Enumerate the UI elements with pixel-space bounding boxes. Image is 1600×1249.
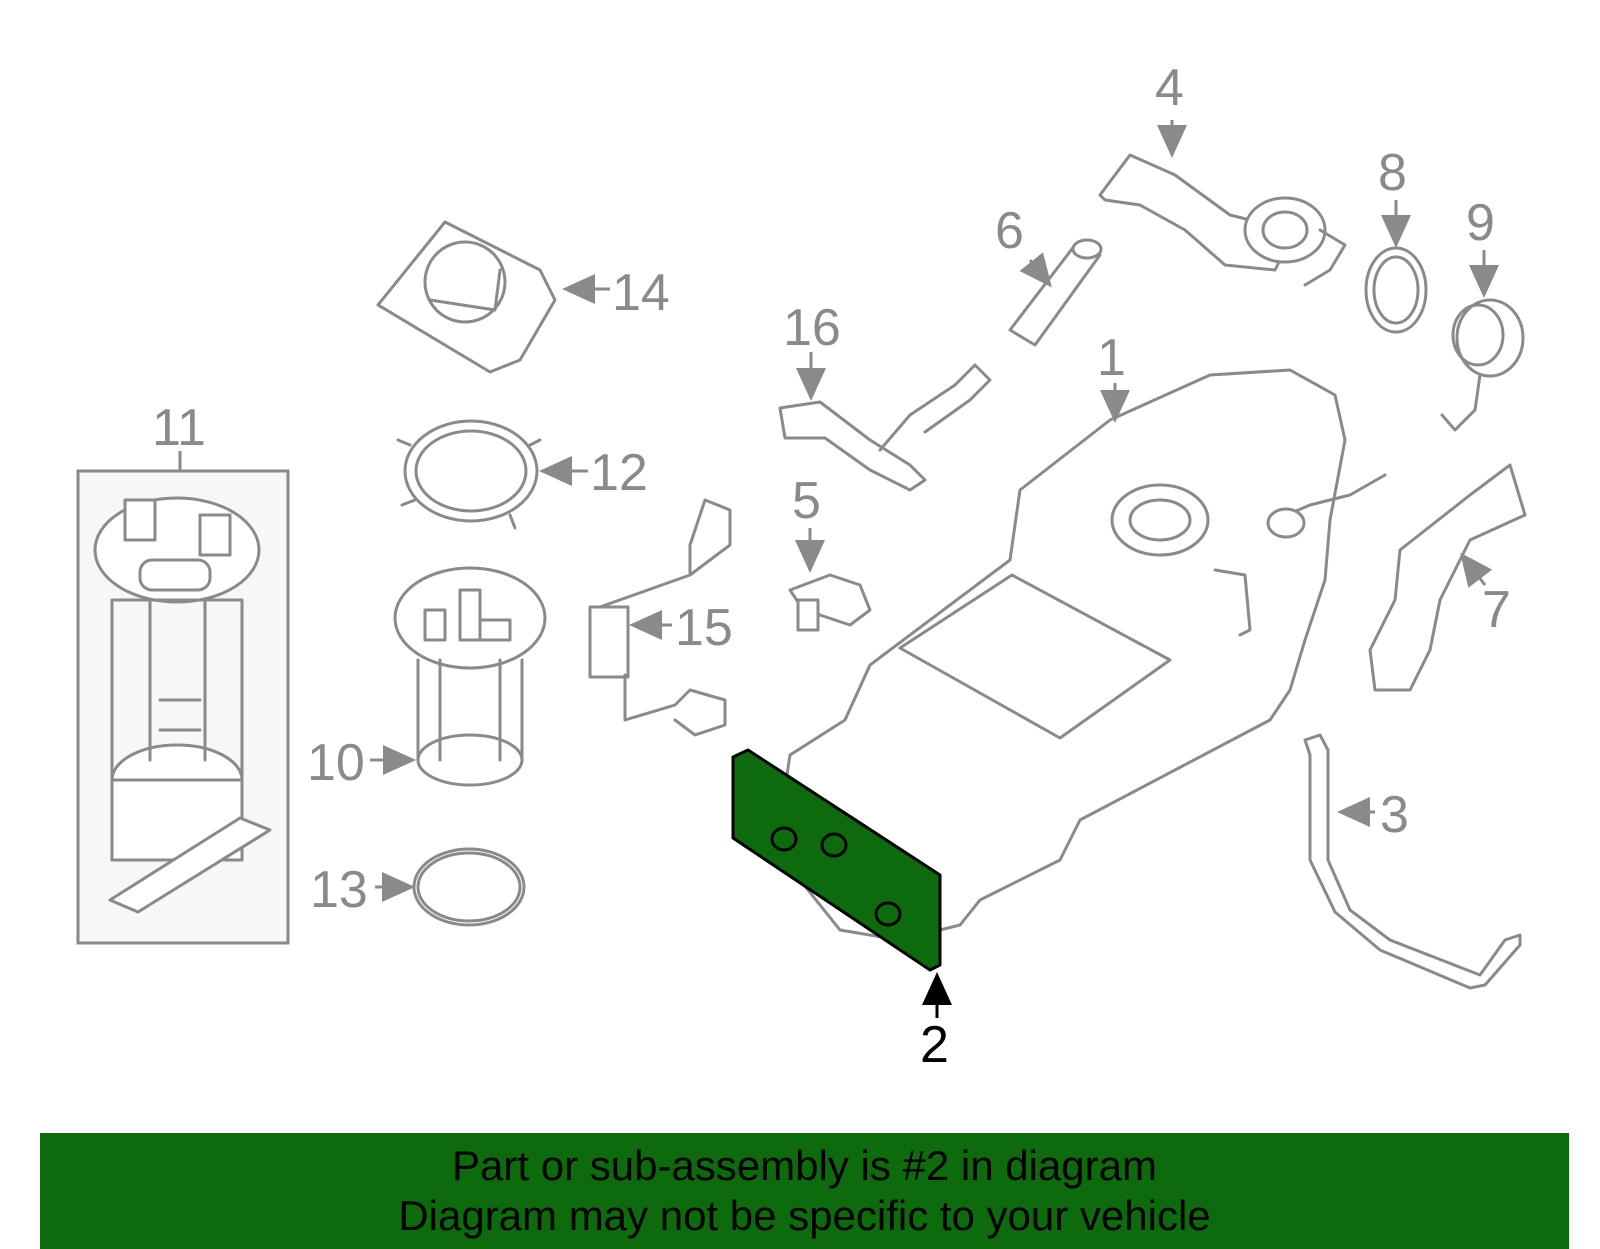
- part-15-fuel-level-sender[interactable]: [588, 498, 732, 737]
- part-9-fuel-cap[interactable]: [1440, 298, 1525, 432]
- part-8-seal[interactable]: [1364, 246, 1428, 334]
- callout-10: 10: [307, 734, 365, 792]
- part-14-pump-cover[interactable]: [376, 220, 557, 374]
- callout-6: 6: [995, 202, 1024, 260]
- info-banner: Part or sub-assembly is #2 in diagram Di…: [40, 1133, 1569, 1249]
- callout-13: 13: [310, 861, 368, 919]
- callout-4: 4: [1155, 59, 1184, 117]
- part-4-filler-neck[interactable]: [1098, 153, 1347, 287]
- callout-7: 7: [1482, 581, 1511, 639]
- part-3-tank-strap[interactable]: [1303, 733, 1522, 990]
- part-5-clip[interactable]: [788, 573, 872, 632]
- callout-11: 11: [152, 399, 206, 457]
- part-2-fuel-tank-protector[interactable]: [731, 748, 942, 972]
- callout-5: 5: [792, 472, 821, 530]
- callout-15: 15: [675, 599, 733, 657]
- callout-1: 1: [1097, 329, 1126, 387]
- callout-3: 3: [1380, 786, 1409, 844]
- part-16-vent-hose[interactable]: [778, 363, 992, 492]
- part-11-fuel-pump-assembly[interactable]: [76, 469, 290, 945]
- part-10-fuel-pump[interactable]: [393, 566, 547, 787]
- part-6-filler-hose[interactable]: [1008, 238, 1103, 347]
- callout-8: 8: [1378, 144, 1407, 202]
- part-7-heat-shield[interactable]: [1368, 463, 1527, 692]
- part-13-o-ring[interactable]: [412, 847, 526, 927]
- callout-2: 2: [920, 1016, 949, 1074]
- leader-lines: [178, 120, 1499, 1018]
- callout-14: 14: [612, 264, 670, 322]
- banner-line-2: Diagram may not be specific to your vehi…: [398, 1192, 1211, 1239]
- callout-16: 16: [783, 299, 841, 357]
- banner-line-1: Part or sub-assembly is #2 in diagram: [452, 1142, 1157, 1189]
- callout-9: 9: [1466, 194, 1495, 252]
- part-12-lock-ring[interactable]: [396, 419, 542, 530]
- callout-12: 12: [590, 444, 648, 502]
